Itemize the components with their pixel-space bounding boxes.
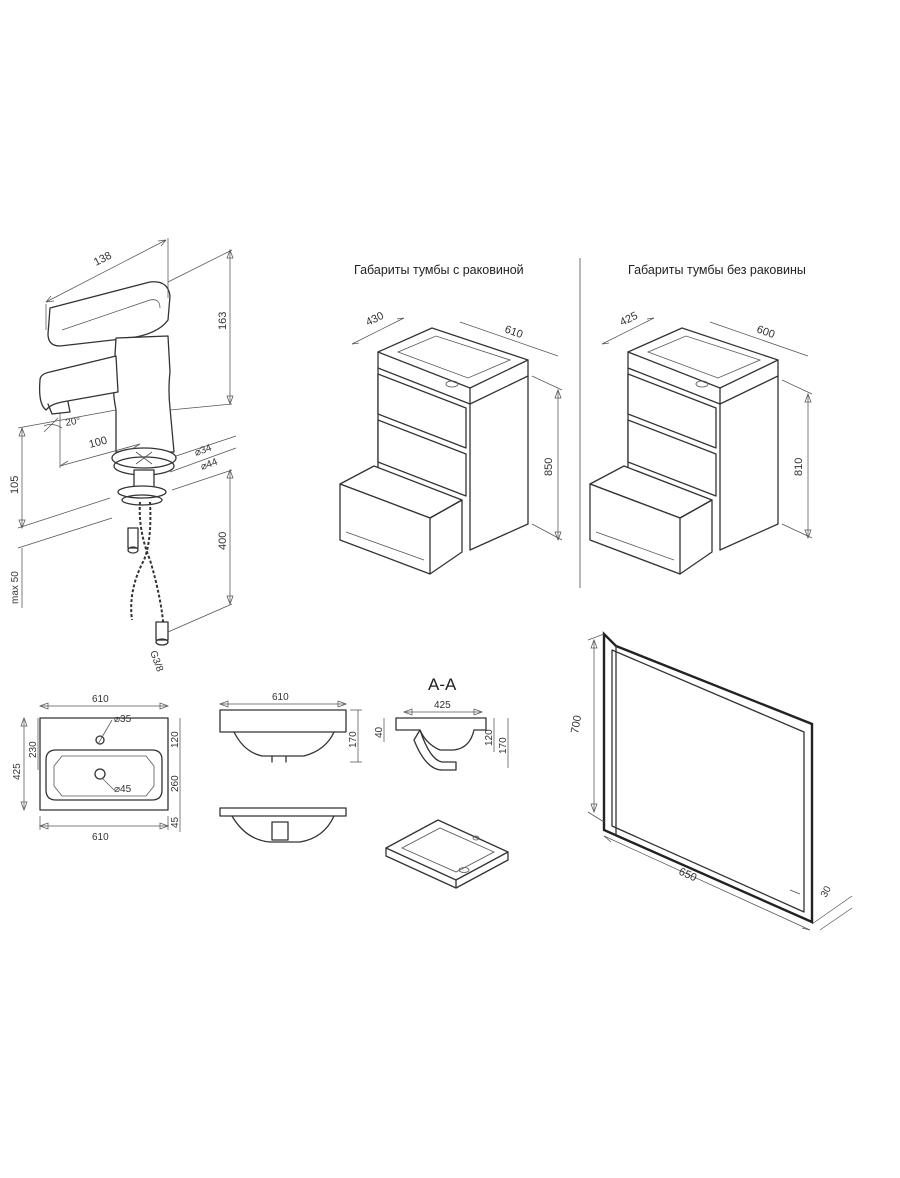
basin-front-width-label: 610: [272, 692, 289, 703]
basin-front-view: 610 170: [218, 692, 362, 763]
title-without-basin: Габариты тумбы без раковины: [628, 263, 806, 277]
basin-drain-diameter: ⌀45: [114, 784, 132, 795]
faucet-width-label: 138: [92, 250, 114, 269]
section-dim-120: 120: [484, 729, 495, 746]
section-title: А-А: [428, 675, 457, 694]
cabinet1-depth-label: 430: [364, 310, 386, 329]
faucet-reach-label: 100: [88, 435, 109, 451]
section-dim-170: 170: [498, 737, 509, 754]
basin-dim-120: 120: [170, 731, 181, 748]
mirror-depth-label: 30: [819, 884, 834, 899]
faucet-base-height-label: 105: [9, 476, 21, 494]
faucet-height-label: 163: [217, 312, 229, 330]
faucet-hose-length-label: 400: [217, 532, 229, 550]
faucet-diameter-44: ⌀44: [199, 456, 219, 472]
basin-top-width-label: 610: [92, 694, 109, 705]
cabinet2-depth-label: 425: [618, 310, 640, 329]
basin-dim-230: 230: [28, 741, 39, 758]
faucet-thread-label: G3/8: [147, 649, 165, 674]
basin-dim-260: 260: [170, 775, 181, 792]
basin-dim-45: 45: [170, 816, 181, 828]
faucet-drawing: 138 163 20° 100 ⌀34 ⌀44 105 max 50 400 G…: [9, 238, 237, 674]
cabinet-without-basin-drawing: 425 600 810: [589, 310, 813, 575]
faucet-max-thickness-label: max 50: [10, 571, 21, 604]
basin-isometric: [385, 819, 509, 889]
cabinet1-height-label: 850: [543, 458, 555, 476]
cabinet-with-basin-drawing: 430 610 850: [339, 310, 563, 575]
cabinet2-width-label: 600: [755, 324, 776, 342]
basin-depth-label: 425: [12, 763, 23, 780]
mirror-height-label: 700: [569, 714, 584, 734]
cabinet2-height-label: 810: [793, 458, 805, 476]
cabinet1-width-label: 610: [503, 324, 524, 342]
section-width-label: 425: [434, 700, 451, 711]
basin-top-view: ⌀35 ⌀45 610 610 425 230 120 260 45: [12, 694, 181, 843]
basin-bottom-width-label: 610: [92, 832, 109, 843]
mirror-drawing: 700 650 30: [569, 631, 853, 931]
basin-tap-diameter: ⌀35: [114, 714, 132, 725]
section-aa: А-А 425 40 120 170: [374, 675, 509, 771]
section-dim-40: 40: [374, 726, 385, 738]
faucet-angle-label: 20°: [65, 415, 82, 428]
basin-bottom-view: [219, 807, 347, 843]
basin-front-height-label: 170: [348, 731, 359, 748]
title-with-basin: Габариты тумбы с раковиной: [354, 263, 524, 277]
faucet-diameter-34: ⌀34: [193, 442, 213, 458]
mirror-width-label: 650: [677, 866, 699, 884]
